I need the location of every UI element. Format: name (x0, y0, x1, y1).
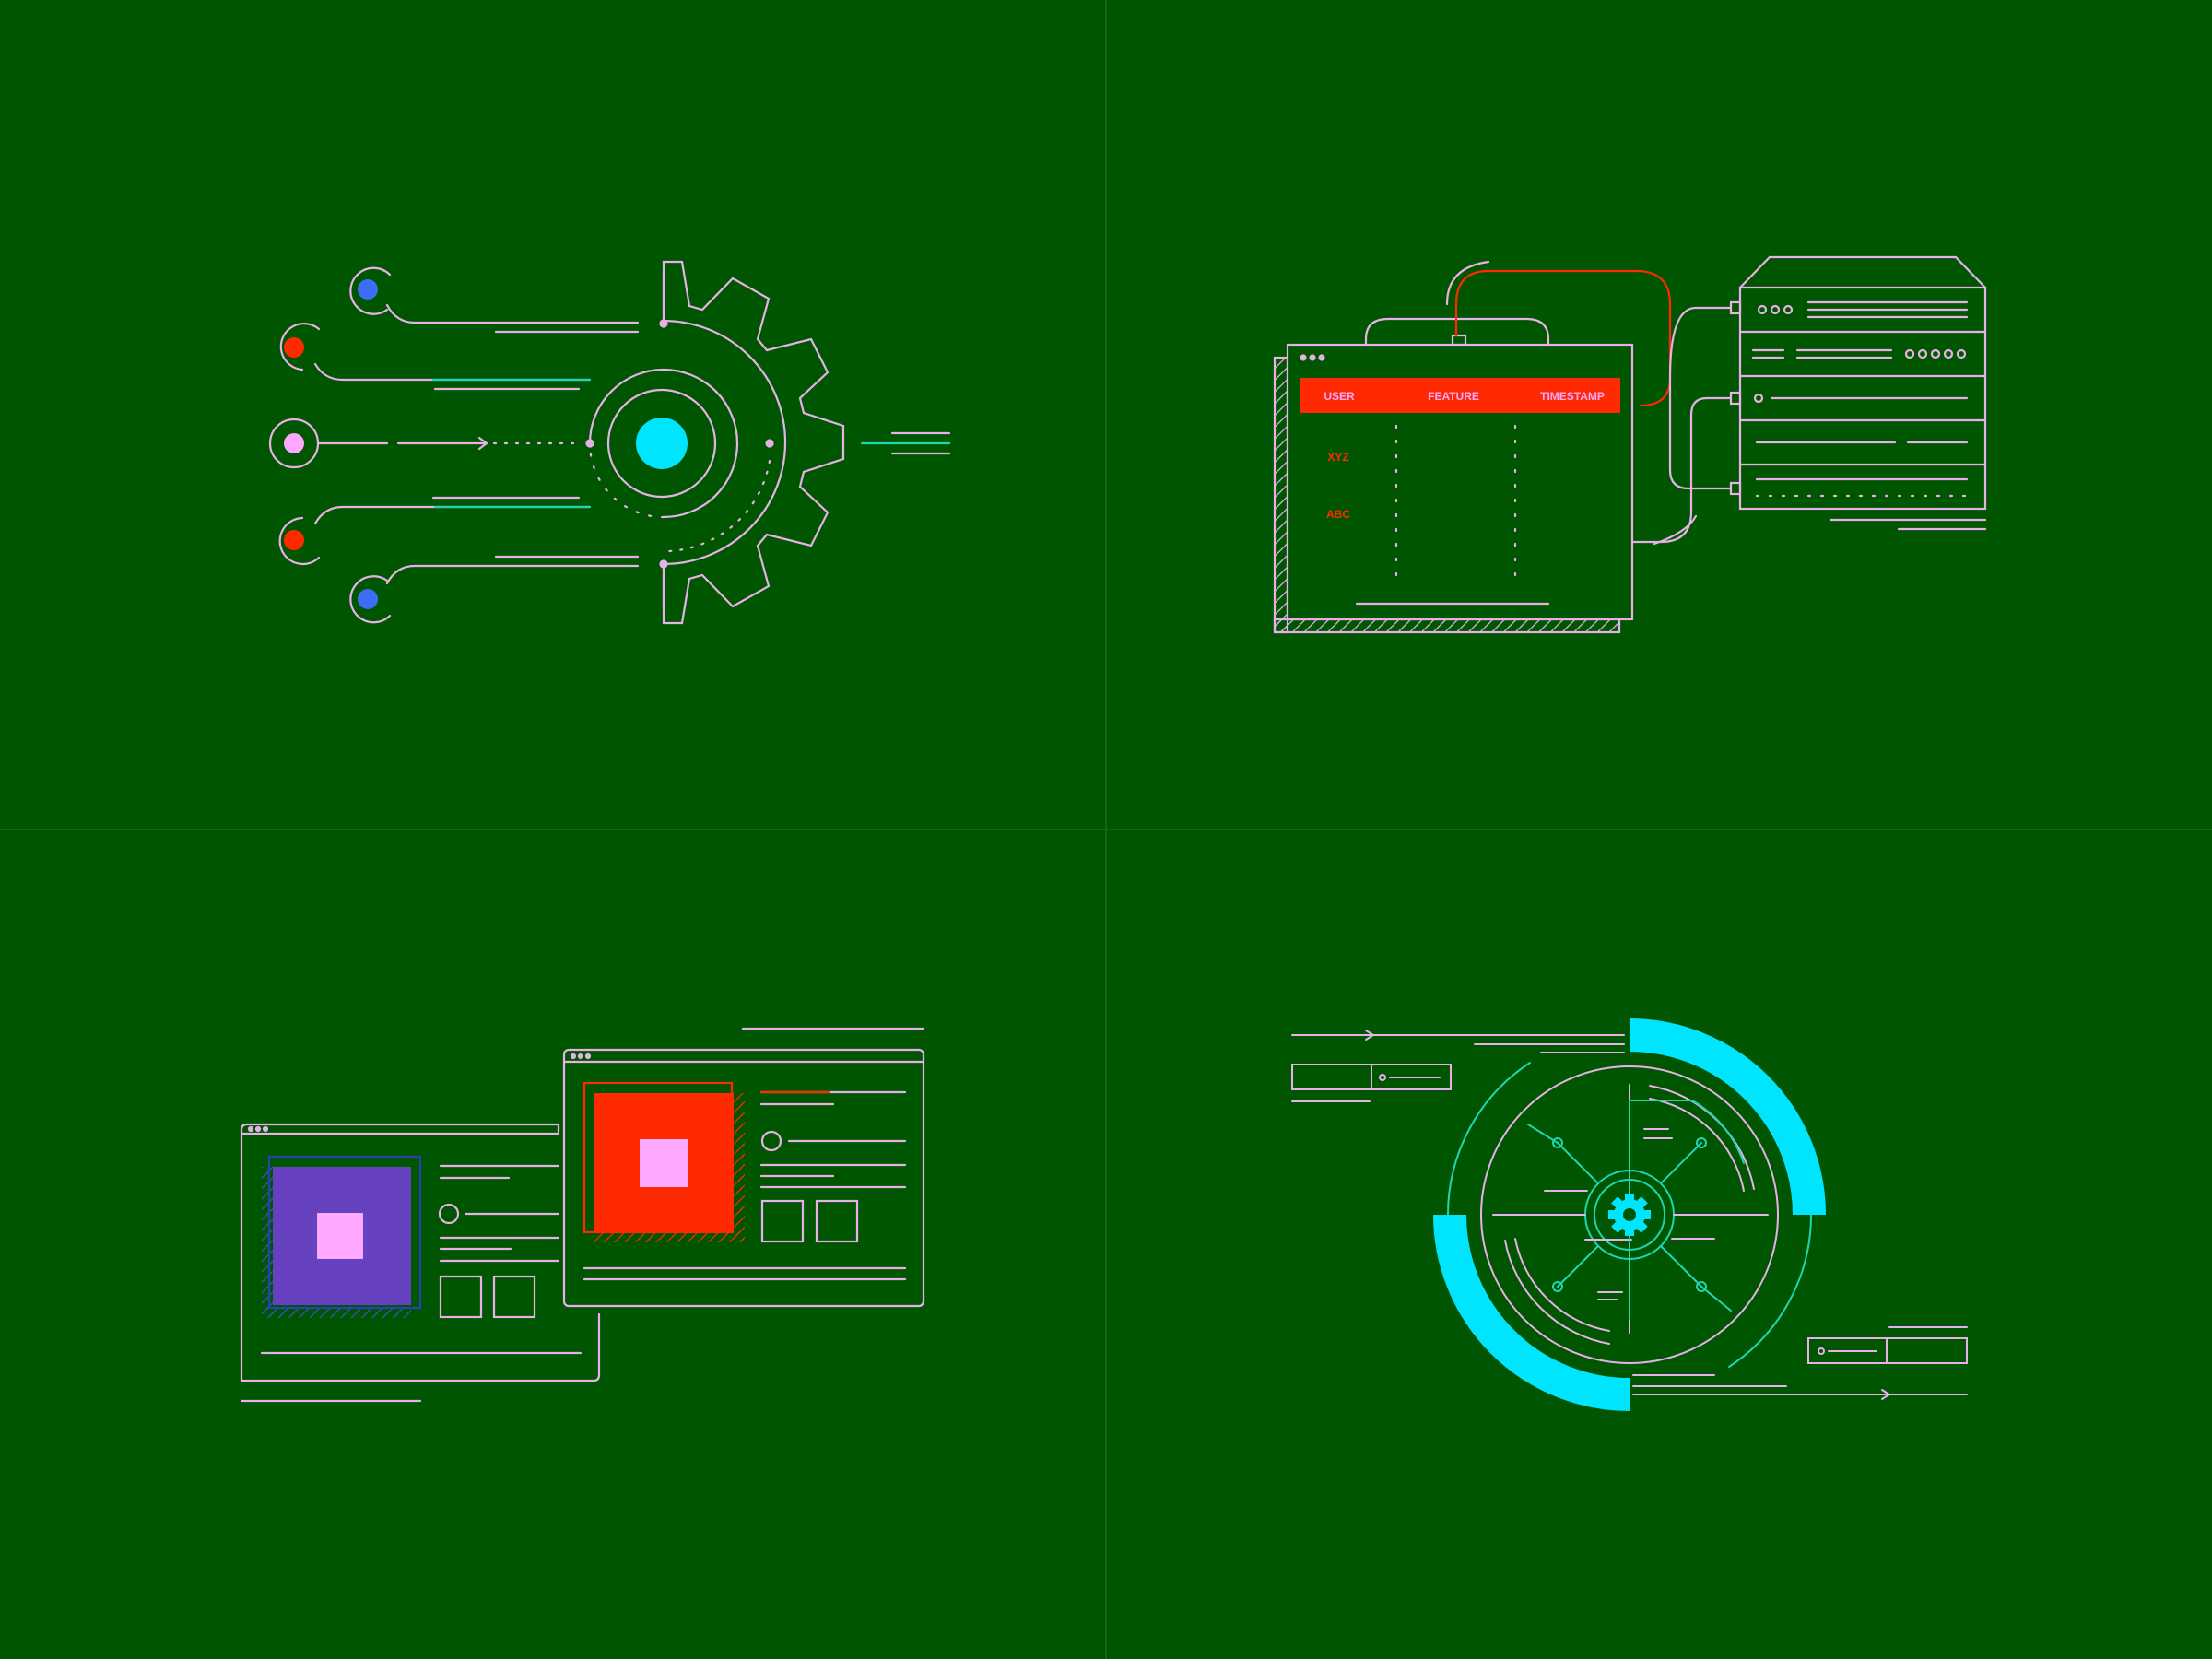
table-header-user: USER (1324, 390, 1355, 403)
gear-pipeline-icon (268, 260, 951, 625)
database-server-icon: USER FEATURE TIMESTAMP XYZ ABC (1273, 255, 1987, 634)
table-header-timestamp: TIMESTAMP (1540, 390, 1605, 403)
table-row-abc: ABC (1326, 508, 1350, 521)
gear-outline (662, 260, 845, 625)
table-row-xyz: XYZ (1327, 451, 1348, 464)
table-header-feature: FEATURE (1428, 390, 1479, 403)
gear-gauge-icon (1291, 1018, 1968, 1411)
browser-windows-icon (240, 1027, 925, 1403)
